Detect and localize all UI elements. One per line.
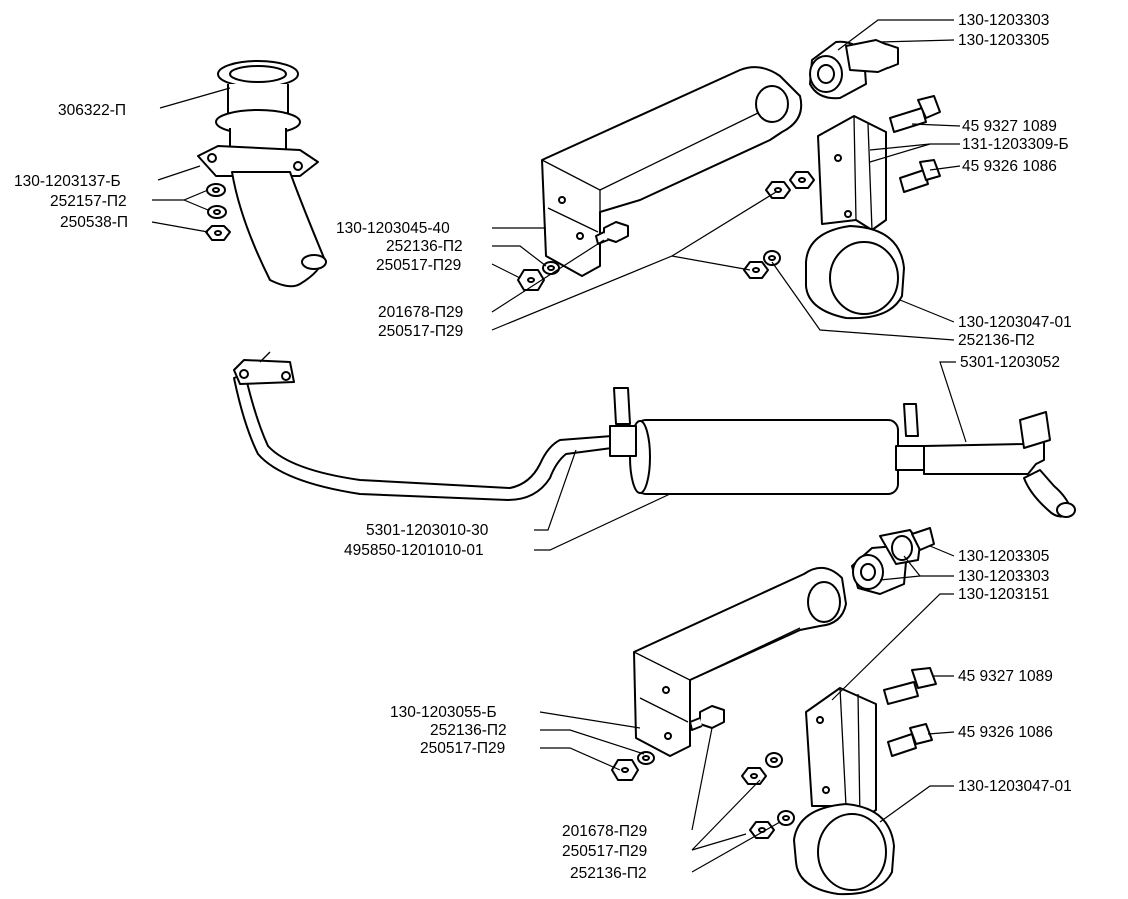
muffler [609,387,925,495]
rubber-cushion-upper [809,39,899,100]
label-45-9326-1086-lower: 45 9326 1086 [958,724,1053,741]
label-130-1203151: 130-1203151 [958,586,1049,603]
label-495850-1201010-01: 495850-1201010-01 [344,542,484,559]
label-252136-p2-lower: 252136-П2 [570,865,647,882]
rubber-cushion-lower [851,527,935,595]
label-5301-1203052: 5301-1203052 [960,354,1060,371]
bolt-45-9327-1089-lower [883,667,937,705]
nuts-washers-lower-middle [741,752,795,839]
label-130-1203045-40: 130-1203045-40 [336,220,450,237]
label-250517-p29-upper-left: 250517-П29 [376,257,461,274]
label-252136-p2-upper-left: 252136-П2 [386,238,463,255]
label-252136-p2-upper-right: 252136-П2 [958,332,1035,349]
label-250517-p29-upper: 250517-П29 [378,323,463,340]
nuts-washers-middle-upper [743,171,815,279]
washers-inlet [205,183,231,241]
label-201678-p29-upper: 201678-П29 [378,304,463,321]
label-252136-p2-lower-left: 252136-П2 [430,722,507,739]
nut-washer-upper-left [517,261,560,291]
label-130-1203047-01-upper: 130-1203047-01 [958,314,1072,331]
exhaust-pipe-front [233,351,613,501]
label-250517-p29-lower-left: 250517-П29 [420,740,505,757]
tail-pipe [923,411,1076,518]
label-131-1203309-b: 131-1203309-Б [962,136,1069,153]
label-130-1203137-b: 130-1203137-Б [14,173,121,190]
bolt-45-9326-1086-upper [899,159,941,193]
label-201678-p29-lower: 201678-П29 [562,823,647,840]
label-130-1203303-lower: 130-1203303 [958,568,1049,585]
label-250517-p29-lower: 250517-П29 [562,843,647,860]
label-45-9326-1086-top: 45 9326 1086 [962,158,1057,175]
leader-lines [151,19,967,873]
bolt-45-9326-1086-lower [887,723,933,757]
label-45-9327-1089-top: 45 9327 1089 [962,118,1057,135]
label-130-1203055-b: 130-1203055-Б [390,704,497,721]
label-130-1203303-top: 130-1203303 [958,12,1049,29]
nut-washer-lower-left [611,751,655,781]
label-130-1203047-01-lower: 130-1203047-01 [958,778,1072,795]
label-250538-p: 250538-П [60,214,128,231]
label-130-1203305-top: 130-1203305 [958,32,1049,49]
upper-clamp [805,115,905,320]
part-labels: 130-1203303 130-1203305 306322-П 45 9327… [14,12,1072,882]
label-5301-1203010-30: 5301-1203010-30 [366,522,489,539]
upper-bracket [541,66,803,277]
label-45-9327-1089-lower: 45 9327 1089 [958,668,1053,685]
exhaust-inlet-pipe [197,60,327,288]
lower-clamp [793,687,895,896]
label-130-1203305-lower: 130-1203305 [958,548,1049,565]
bracket-bolt-upper [595,221,629,245]
lower-bracket [633,567,847,757]
label-252157-p2: 252157-П2 [50,193,127,210]
bolt-45-9327-1089-upper [889,95,941,133]
bracket-bolt-lower [689,705,725,731]
label-306322-p: 306322-П [58,102,126,119]
